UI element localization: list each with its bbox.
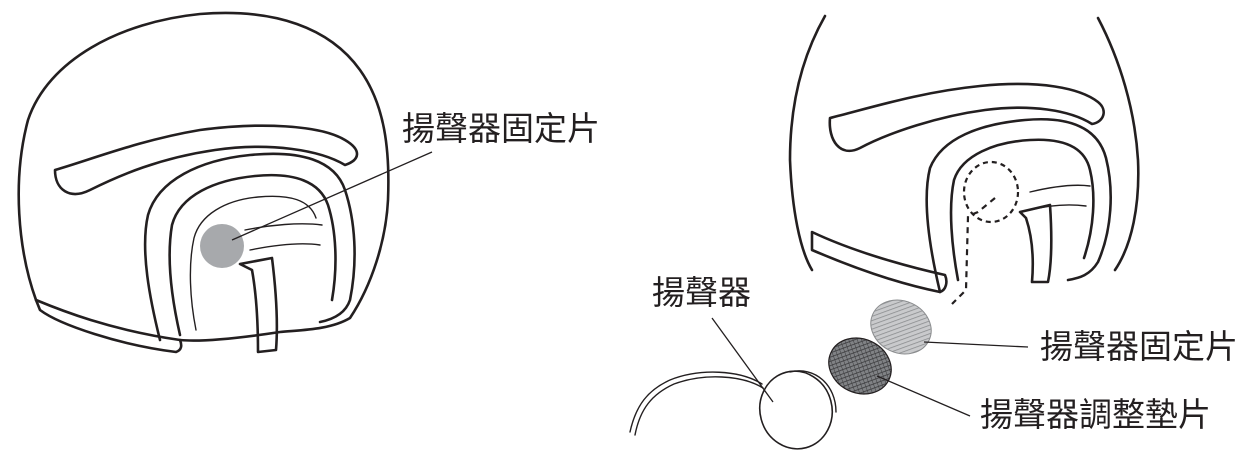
- right-speaker-mount: [870, 299, 932, 355]
- right-helmet-brow: [828, 82, 1105, 153]
- left-helmet-rim: [34, 298, 183, 354]
- left-helmet-liner: [168, 173, 337, 337]
- left-helmet-opening: [143, 152, 356, 342]
- spacer-leader-line: [876, 375, 971, 417]
- right-cable-route: [951, 197, 996, 305]
- left-leader-line: [231, 151, 433, 241]
- right-helmet-liner: [949, 138, 1095, 282]
- right-helmet: [788, 14, 1140, 305]
- left-speaker-mount: [200, 224, 244, 268]
- speaker-leader-line: [711, 317, 774, 403]
- right-helmet-chin-strap: [1018, 203, 1053, 284]
- right-speaker: [758, 370, 834, 450]
- right-speaker-spacer: [828, 337, 892, 395]
- mount-leader-line: [923, 341, 1029, 348]
- right-exploded-parts: [629, 299, 1029, 450]
- right-speaker-mount-label: 揚聲器固定片: [1040, 327, 1238, 366]
- right-speaker-label: 揚聲器: [652, 273, 751, 312]
- right-speaker-cable: [629, 371, 763, 433]
- right-speaker-spacer-label: 揚聲器調整墊片: [980, 395, 1211, 434]
- right-speaker-back: [789, 370, 837, 413]
- right-helmet-opening: [925, 118, 1112, 294]
- left-helmet-shell: [17, 11, 390, 342]
- left-speaker-mount-label: 揚聲器固定片: [402, 109, 600, 148]
- left-helmet-brow: [53, 124, 359, 196]
- left-helmet: [17, 11, 433, 354]
- right-helmet-rim: [810, 230, 948, 294]
- right-speaker-outline: [962, 160, 1020, 224]
- right-helmet-shell: [788, 14, 1140, 272]
- left-helmet-cheekpad: [244, 223, 323, 251]
- left-helmet-liner-inner: [189, 195, 317, 331]
- right-speaker-cable-2: [634, 376, 764, 436]
- left-helmet-chin-strap: [238, 256, 279, 354]
